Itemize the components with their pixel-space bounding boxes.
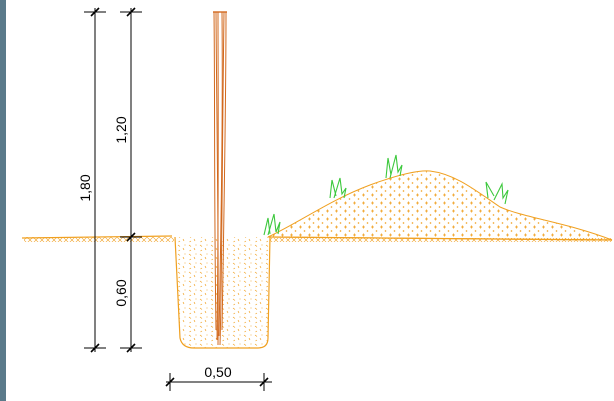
dimension-hole-width: 0,50 [165,364,272,391]
wooden-post [213,11,227,346]
label-total-height: 1,80 [77,174,93,201]
grass-tuft-3 [385,154,403,179]
grass-tuft-2 [329,177,347,199]
label-hole-width: 0,50 [204,364,231,380]
left-edge-strip [0,0,6,401]
soil-mound [267,170,613,241]
dimension-above-ground: 1,20 [113,7,142,353]
label-above-ground: 1,20 [113,116,129,143]
grass-tufts [263,154,509,236]
label-depth: 0,60 [113,279,129,306]
grass-tuft-4 [485,181,509,205]
grass-tuft-1 [263,213,281,236]
dimension-total-height: 1,80 [77,7,106,353]
